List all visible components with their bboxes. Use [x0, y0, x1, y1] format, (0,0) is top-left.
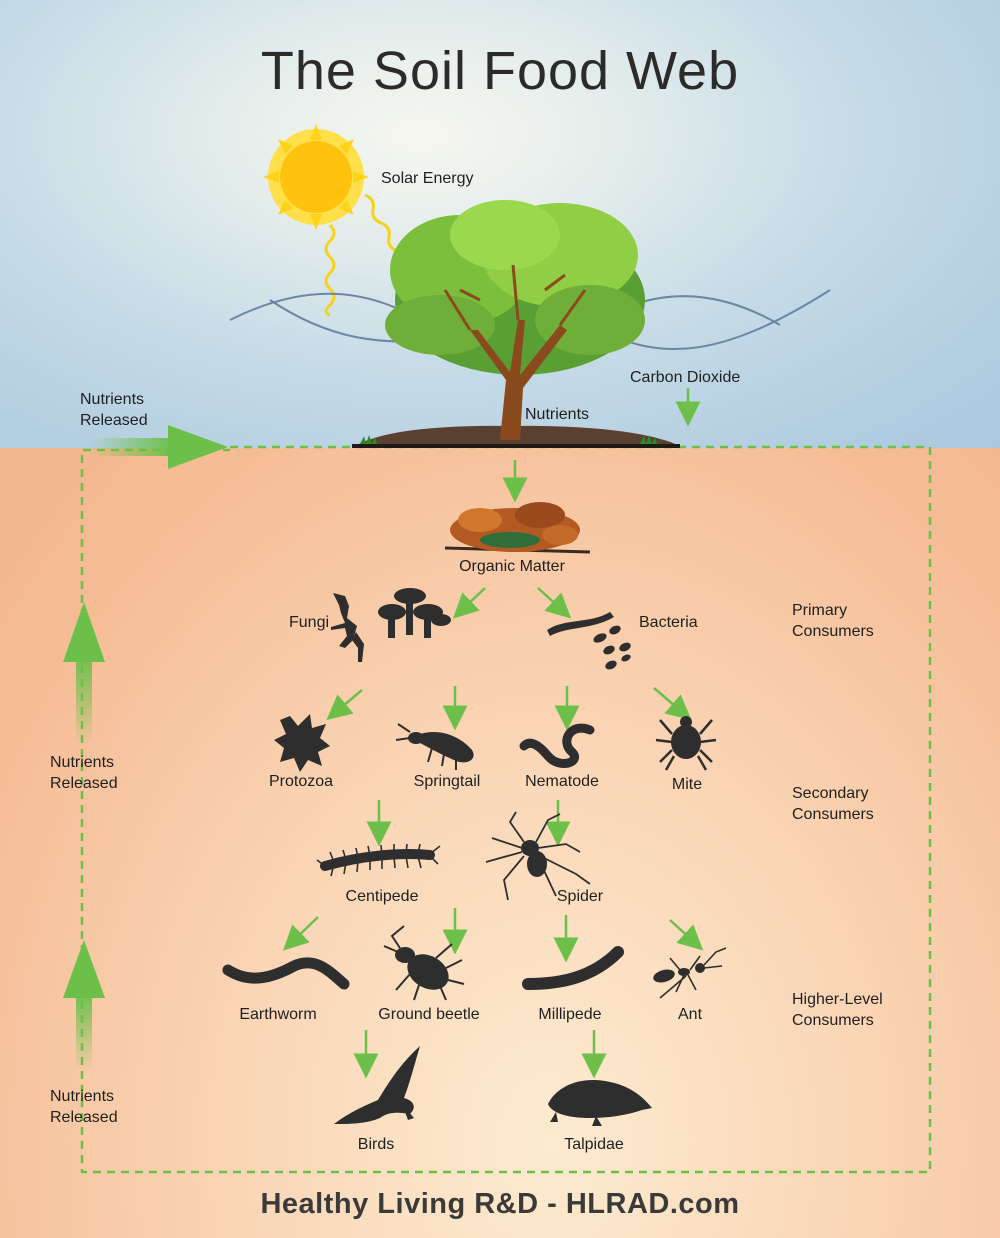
- nutrients-released-arrow-mid: [63, 602, 105, 745]
- sun-icon: [263, 124, 369, 230]
- arrow-to-earthworm: [282, 916, 319, 951]
- nutrient-cycle-loop: [80, 445, 932, 1174]
- fungi-icon: [331, 588, 451, 662]
- mite-icon: [655, 716, 717, 771]
- organic-matter-label: Organic Matter: [459, 558, 565, 575]
- fungi-label: Fungi: [289, 614, 330, 631]
- ant-label: Ant: [677, 1006, 703, 1023]
- protozoa-icon: [274, 714, 330, 772]
- spider-icon: [485, 811, 591, 901]
- nutrients-released-label-mid: Nutrients Released: [50, 754, 118, 792]
- nutrients-released-label-bottom: Nutrients Released: [50, 1088, 118, 1126]
- solar-energy-label: Solar Energy: [381, 170, 474, 187]
- millipede-label: Millipede: [538, 1006, 602, 1023]
- primary-consumers-label: Primary Consumers: [792, 602, 874, 640]
- nutrients-released-arrow-bottom: [63, 940, 105, 1070]
- solar-ray: [324, 223, 336, 317]
- centipede-icon: [316, 843, 441, 877]
- millipede-icon: [522, 946, 624, 990]
- carbon-dioxide-label: Carbon Dioxide: [630, 369, 741, 386]
- arrow-to-mite: [653, 687, 692, 721]
- springtail-label: Springtail: [413, 773, 481, 790]
- bird-icon: [334, 1046, 420, 1124]
- ant-icon: [653, 947, 727, 999]
- nutrients-released-label-top: Nutrients Released: [80, 391, 148, 429]
- footer-credit: Healthy Living R&D - HLRAD.com: [260, 1188, 740, 1220]
- higher-level-consumers-label: Higher-Level Consumers: [792, 991, 883, 1029]
- birds-label: Birds: [357, 1136, 395, 1153]
- earthworm-icon: [222, 957, 350, 990]
- ground-beetle-label: Ground beetle: [378, 1006, 480, 1023]
- nematode-icon: [519, 723, 595, 768]
- ground-beetle-icon: [383, 925, 465, 1001]
- arrow-to-fungi: [452, 587, 486, 619]
- soil-background: [0, 448, 1000, 1238]
- talpidae-label: Talpidae: [564, 1136, 624, 1153]
- springtail-icon: [395, 723, 474, 770]
- arrow-to-protozoa: [326, 689, 363, 721]
- spider-label: Spider: [556, 888, 604, 905]
- arrow-to-ant: [669, 919, 704, 951]
- nutrients-released-arrow-top: [90, 425, 228, 469]
- protozoa-label: Protozoa: [268, 773, 334, 790]
- page-title: The Soil Food Web: [260, 41, 740, 101]
- bacteria-icon: [547, 612, 631, 670]
- talpidae-icon: [548, 1080, 652, 1126]
- arrow-to-bacteria: [537, 587, 572, 619]
- earthworm-label: Earthworm: [239, 1006, 317, 1023]
- organic-matter-icon: [444, 502, 591, 554]
- centipede-label: Centipede: [345, 888, 419, 905]
- tree-icon: [352, 200, 680, 448]
- secondary-consumers-label: Secondary Consumers: [792, 785, 874, 823]
- bacteria-label: Bacteria: [639, 614, 698, 631]
- mite-label: Mite: [671, 776, 703, 793]
- nutrients-label: Nutrients: [525, 406, 590, 423]
- nematode-label: Nematode: [525, 773, 599, 790]
